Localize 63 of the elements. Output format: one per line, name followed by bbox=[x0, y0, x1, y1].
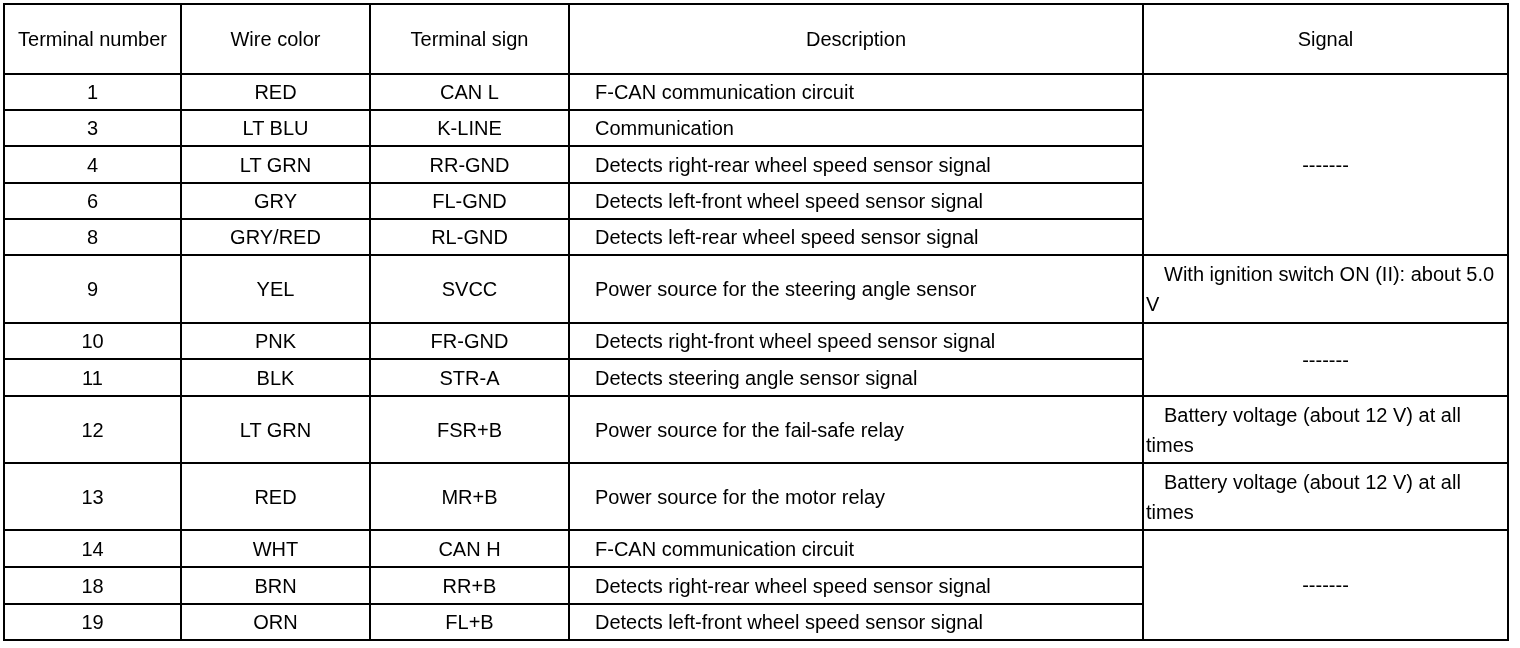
terminal-number: 9 bbox=[86, 277, 99, 302]
column-header: Signal bbox=[1297, 27, 1354, 52]
description-text: Power source for the fail-safe relay bbox=[595, 417, 905, 443]
terminal-sign: FL-GND bbox=[432, 189, 507, 214]
column-header: Description bbox=[805, 27, 906, 52]
description-text: Power source for the steering angle sensor bbox=[595, 277, 977, 302]
wire-color: YEL bbox=[256, 277, 295, 302]
terminal-number: 11 bbox=[82, 365, 103, 391]
signal-text: Battery voltage (about 12 V) at all times bbox=[1146, 469, 1462, 525]
terminal-sign: RL-GND bbox=[431, 225, 508, 250]
terminal-number: 18 bbox=[81, 573, 104, 599]
column-header: Terminal sign bbox=[410, 27, 529, 52]
signal-text: With ignition switch ON (II): about 5.0 V bbox=[1146, 262, 1496, 317]
signal-text: ------- bbox=[1302, 573, 1349, 598]
terminal-sign: FSR+B bbox=[437, 417, 502, 443]
description-text: Detects left-front wheel speed sensor signal bbox=[595, 610, 983, 635]
terminal-sign: MR+B bbox=[441, 484, 498, 510]
description-text: Communication bbox=[595, 116, 734, 141]
description-text: Detects steering angle sensor signal bbox=[595, 365, 918, 391]
terminal-number: 8 bbox=[86, 225, 99, 250]
terminal-number: 13 bbox=[81, 484, 104, 510]
terminal-sign: K-LINE bbox=[437, 116, 502, 141]
wire-color: RED bbox=[254, 80, 297, 105]
wire-color: PNK bbox=[254, 329, 297, 354]
wire-color: GRY bbox=[254, 189, 297, 214]
column-header: Wire color bbox=[230, 27, 321, 52]
wire-color: LT GRN bbox=[239, 417, 312, 443]
description-text: Detects left-rear wheel speed sensor signal bbox=[595, 225, 979, 250]
terminal-sign: CAN L bbox=[440, 80, 499, 105]
wire-color: RED bbox=[254, 484, 297, 510]
terminal-sign: CAN H bbox=[438, 536, 501, 562]
terminal-number: 6 bbox=[86, 189, 99, 214]
description-text: Power source for the motor relay bbox=[595, 484, 886, 510]
description-text: Detects right-rear wheel speed sensor signal bbox=[595, 573, 991, 599]
column-header: Terminal number bbox=[18, 27, 167, 52]
terminal-number: 3 bbox=[86, 116, 99, 141]
signal-text: Battery voltage (about 12 V) at all times bbox=[1146, 402, 1462, 458]
terminal-number: 1 bbox=[86, 80, 99, 105]
wire-color: LT BLU bbox=[242, 116, 309, 141]
description-text: Detects left-front wheel speed sensor signal bbox=[595, 189, 983, 214]
terminal-sign: STR-A bbox=[439, 365, 500, 391]
wire-color: GRY/RED bbox=[230, 225, 321, 250]
wire-color: BLK bbox=[256, 365, 295, 391]
terminal-number: 10 bbox=[81, 329, 104, 354]
wire-color: ORN bbox=[253, 610, 298, 635]
wire-color: WHT bbox=[252, 536, 299, 562]
terminal-sign: RR+B bbox=[442, 573, 497, 599]
terminal-number: 4 bbox=[86, 152, 99, 178]
description-text: Detects right-front wheel speed sensor signal bbox=[595, 329, 996, 354]
description-text: Detects right-rear wheel speed sensor signal bbox=[595, 152, 991, 178]
terminal-number: 12 bbox=[81, 417, 104, 443]
terminal-sign: FL+B bbox=[445, 610, 494, 635]
signal-text: ------- bbox=[1302, 152, 1349, 178]
wire-color: LT GRN bbox=[239, 152, 312, 178]
terminal-sign: FR-GND bbox=[430, 329, 509, 354]
terminal-sign: SVCC bbox=[441, 277, 498, 302]
terminal-number: 19 bbox=[81, 610, 104, 635]
wire-color: BRN bbox=[254, 573, 297, 599]
description-text: F-CAN communication circuit bbox=[595, 536, 854, 562]
terminal-sign: RR-GND bbox=[429, 152, 510, 178]
terminal-number: 14 bbox=[81, 536, 104, 562]
signal-text: ------- bbox=[1302, 347, 1349, 373]
description-text: F-CAN communication circuit bbox=[595, 80, 854, 105]
